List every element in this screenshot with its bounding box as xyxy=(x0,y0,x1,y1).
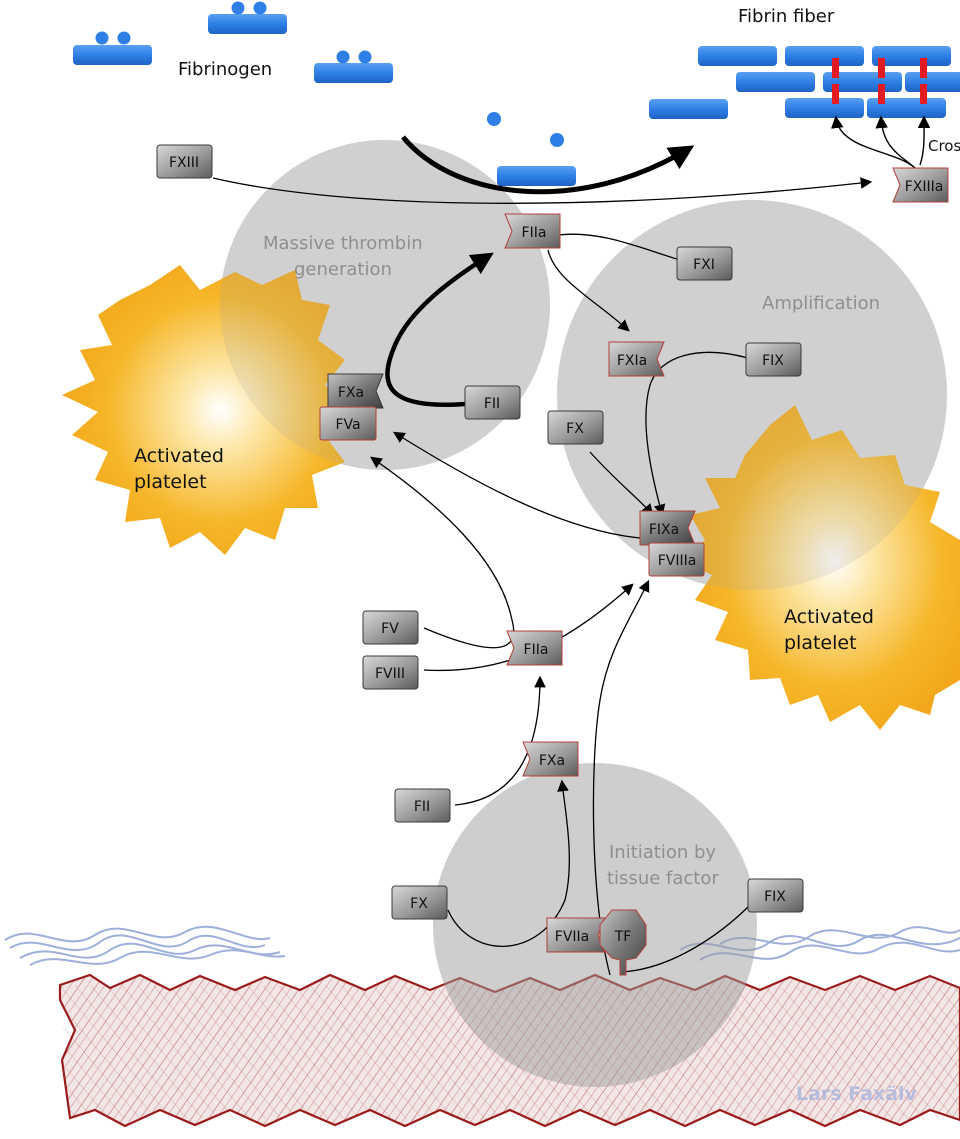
factor-fva: FVa xyxy=(319,406,377,441)
factor-fviiia: FVIIIa xyxy=(648,542,705,577)
zone-labels: Massive thrombin generation Amplificatio… xyxy=(263,233,880,889)
factors: FXIII FXI FIX FII FX FV FVIII FII xyxy=(156,144,949,976)
watermark: Lars Faxälv xyxy=(796,1083,917,1105)
fibrin-fiber-label: Fibrin fiber xyxy=(738,6,835,27)
factor-label: FXIIIa xyxy=(905,179,944,195)
factor-fix-top: FIX xyxy=(745,342,802,377)
factor-label: FVIIIa xyxy=(658,553,697,569)
factor-fx-low: FX xyxy=(391,885,448,920)
factor-fxia: FXIa xyxy=(608,341,665,377)
factor-label: FIXa xyxy=(649,522,679,538)
platelet-right-label: Activated xyxy=(784,606,874,628)
factor-label: FX xyxy=(566,421,584,437)
initiation-label: Initiation by xyxy=(609,842,716,863)
fibrin-monomer xyxy=(497,166,576,186)
fibrinopeptide xyxy=(487,112,501,126)
factor-fixa: FIXa xyxy=(639,510,696,546)
factor-label: FX xyxy=(410,896,428,912)
factor-tf: TF xyxy=(599,909,647,976)
factor-fxa-top: FXa xyxy=(327,373,384,409)
factor-fviia: FVIIa xyxy=(546,917,606,953)
factor-label: FII xyxy=(414,799,430,815)
factor-fviii: FVIII xyxy=(362,655,419,690)
initiation-label-2: tissue factor xyxy=(607,868,719,889)
platelet-left xyxy=(62,265,350,555)
factor-fv: FV xyxy=(362,610,419,645)
factor-label: FVIIa xyxy=(555,929,589,945)
factor-label: FXa xyxy=(338,385,364,401)
factor-label: FIIa xyxy=(522,225,547,241)
factor-fx-mid: FX xyxy=(547,410,604,445)
fibrinopeptide xyxy=(550,133,564,147)
amplification-label: Amplification xyxy=(762,293,880,314)
platelet-labels: Activated platelet Activated platelet xyxy=(134,445,874,654)
factor-label: FXI xyxy=(693,257,715,273)
fibrinogen-molecule xyxy=(208,1,287,34)
factor-label: FVIII xyxy=(375,666,405,682)
factor-fxi: FXI xyxy=(676,246,733,281)
platelet-right-label-2: platelet xyxy=(784,632,857,654)
massive-label-2: generation xyxy=(294,259,392,280)
factor-fix-low: FIX xyxy=(747,878,804,913)
fibrinogen-molecules xyxy=(73,1,393,83)
factor-label: FVa xyxy=(335,417,360,433)
factor-label: FXIII xyxy=(169,155,199,171)
platelet-right xyxy=(680,405,960,730)
thrombin-feedback-arrow xyxy=(385,252,494,408)
platelet-left-label-2: platelet xyxy=(134,471,207,493)
fibrinogen-molecule xyxy=(73,31,152,65)
factor-label: FXIa xyxy=(617,353,647,369)
factor-label: FIX xyxy=(764,889,786,905)
fibrinogen-molecule xyxy=(314,50,393,83)
factor-label: FXa xyxy=(539,753,565,769)
factor-fxiiia: FXIIIa xyxy=(892,167,949,203)
factor-fiia-top: FIIa xyxy=(504,213,561,249)
massive-label: Massive thrombin xyxy=(263,233,423,254)
platelet-left-label: Activated xyxy=(134,445,224,467)
fibrinogen-label: Fibrinogen xyxy=(178,59,272,80)
factor-label: FII xyxy=(484,396,500,412)
factor-fii-top: FII xyxy=(464,385,521,420)
fibrin-fiber xyxy=(649,46,960,119)
factor-fxa-low: FXa xyxy=(522,741,579,777)
factor-label: TF xyxy=(614,929,632,945)
factor-fii-low: FII xyxy=(394,788,451,823)
factor-label: FIIa xyxy=(524,642,549,658)
crosslink-arrows xyxy=(831,115,931,169)
factor-label: FIX xyxy=(762,353,784,369)
conversion-arrow xyxy=(401,135,695,195)
factor-label: FV xyxy=(381,621,399,637)
factor-fiia-mid: FIIa xyxy=(506,630,563,666)
factor-fxiii: FXIII xyxy=(156,144,213,179)
crosslink-label: Cros xyxy=(928,137,960,155)
